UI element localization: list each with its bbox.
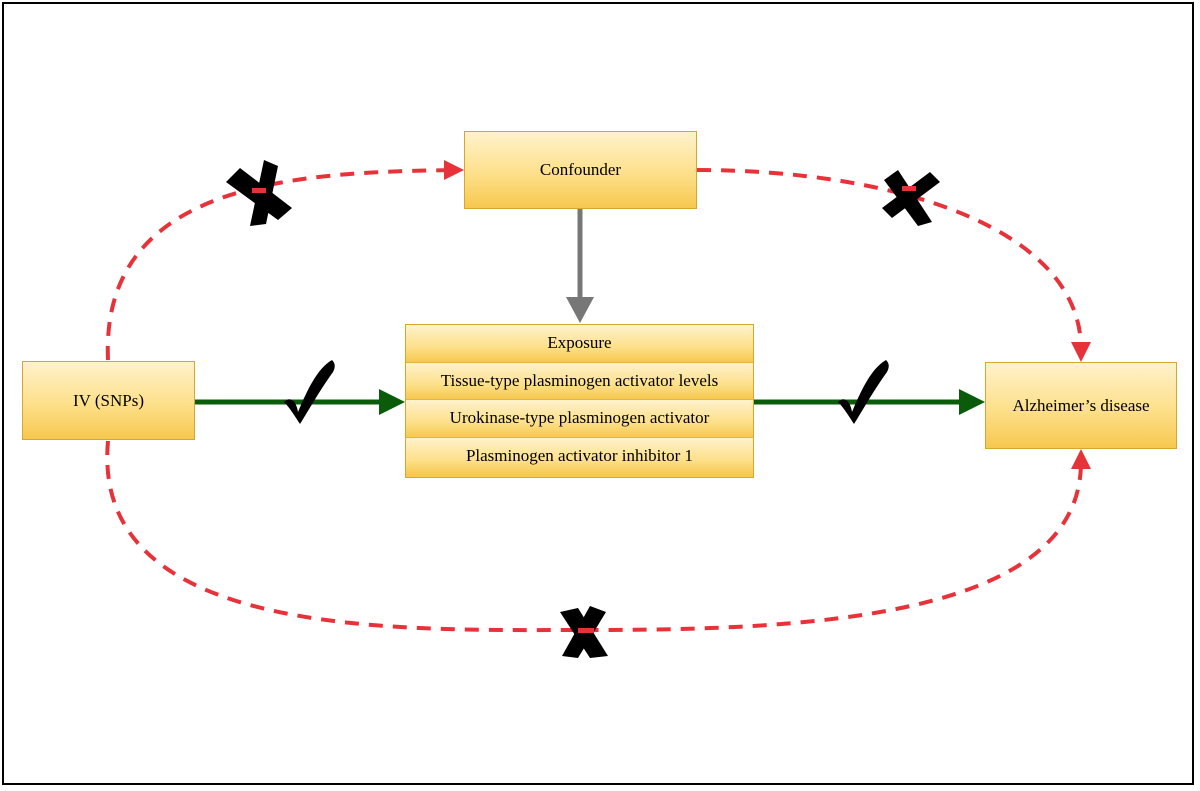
exposure-item: Urokinase-type plasminogen activator xyxy=(406,400,753,438)
check-icon xyxy=(284,360,335,424)
outcome-label: Alzheimer’s disease xyxy=(1012,395,1150,415)
confounder-label: Confounder xyxy=(539,160,622,179)
arrowhead-outcome-bottom xyxy=(1071,449,1091,469)
cross-icon xyxy=(560,606,608,658)
arrowhead-confounder xyxy=(444,160,464,180)
arrowhead-exposure-top xyxy=(566,297,594,323)
exposure-item: Plasminogen activator inhibitor 1 xyxy=(406,437,753,475)
outcome-node: Alzheimer’s disease xyxy=(985,362,1177,449)
check-icon xyxy=(838,360,889,424)
edge-iv-to-outcome xyxy=(105,440,1083,633)
exposure-header: Exposure xyxy=(406,325,753,363)
instrument-label: IV (SNPs) xyxy=(72,390,144,410)
edge-confounder-to-outcome xyxy=(696,168,1083,349)
arrowhead-exposure-left xyxy=(379,389,405,415)
cross-icon xyxy=(882,170,940,226)
arrowhead-outcome-top xyxy=(1071,342,1091,362)
edge-iv-to-confounder xyxy=(105,168,459,361)
confounder-node: Confounder xyxy=(464,131,697,209)
arrowhead-outcome-left xyxy=(959,389,985,415)
exposure-node: Exposure Tissue-type plasminogen activat… xyxy=(405,324,754,478)
exposure-item: Tissue-type plasminogen activator levels xyxy=(406,362,753,400)
cross-icon xyxy=(226,160,292,226)
instrument-node: IV (SNPs) xyxy=(22,361,195,440)
